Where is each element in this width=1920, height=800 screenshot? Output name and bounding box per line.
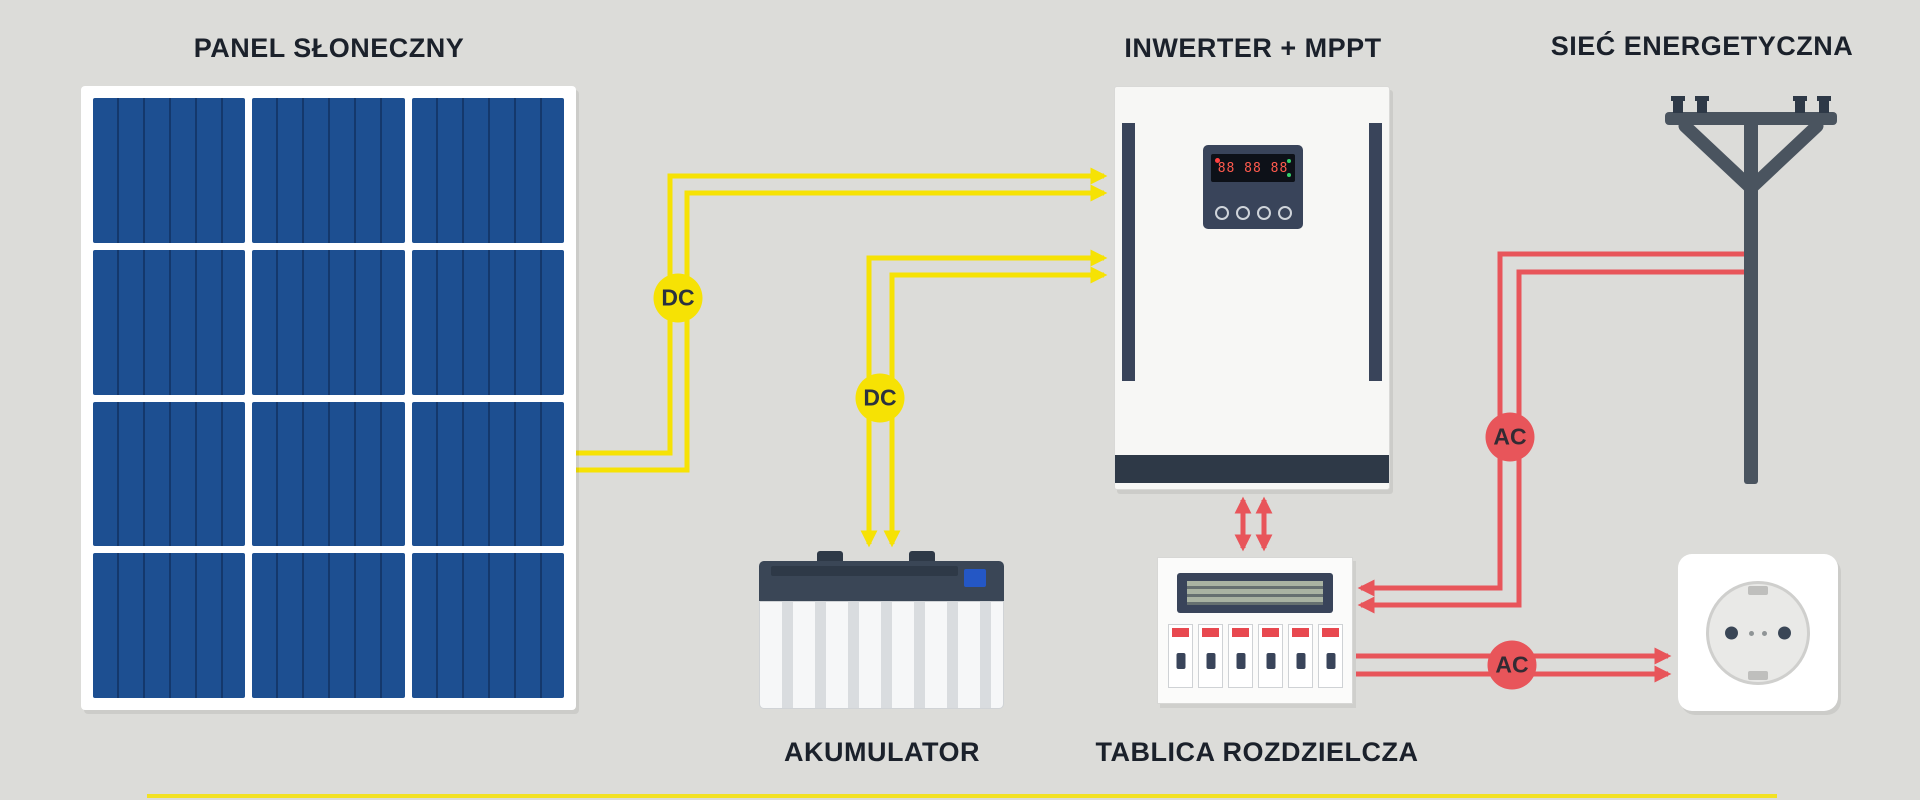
label-grid: SIEĆ ENERGETYCZNA: [1550, 31, 1854, 61]
status-led-red: [1215, 158, 1220, 163]
dc-wire-battery-inverter-1: [860, 249, 1108, 548]
board-lcd-frame: [1177, 573, 1333, 613]
bottom-accent-line: [147, 794, 1777, 798]
inverter-display-value: 88 88 88: [1217, 161, 1289, 176]
solar-cell: [93, 98, 246, 243]
socket-screw: [1762, 630, 1767, 636]
circuit-breaker: [1168, 624, 1193, 688]
pole-brace-right: [1744, 119, 1824, 195]
inverter-button: [1214, 206, 1229, 220]
inverter-screen: 88 88 88: [1211, 154, 1295, 182]
label-solar-panel: PANEL SŁONECZNY: [193, 33, 465, 63]
solar-cell: [93, 249, 246, 395]
solar-cell: [411, 249, 564, 395]
inverter-heatsink-left: [1122, 123, 1135, 381]
label-battery: AKUMULATOR: [784, 737, 980, 767]
breaker-row: [1168, 624, 1343, 688]
solar-cell: [252, 98, 405, 243]
power-socket: [1678, 554, 1838, 711]
dc-wire-battery-inverter-2: [883, 266, 1108, 548]
inverter-buttons: [1203, 206, 1303, 220]
battery-lid: [759, 561, 1004, 601]
circuit-breaker: [1258, 624, 1283, 688]
battery-blue-connector: [964, 569, 986, 587]
label-distribution-board: TABLICA ROZDZIELCZA: [1095, 737, 1419, 767]
circuit-breaker: [1198, 624, 1223, 688]
solar-cell: [252, 249, 405, 395]
ac-badge-grid: AC: [1485, 412, 1535, 462]
solar-cell: [252, 401, 405, 547]
solar-cell: [93, 553, 246, 698]
inverter: 88 88 88: [1114, 86, 1390, 490]
battery-body: [759, 601, 1004, 709]
label-inverter: INWERTER + MPPT: [1124, 33, 1382, 63]
utility-pole: [1665, 96, 1837, 484]
inverter-display-panel: 88 88 88: [1203, 145, 1303, 229]
dc-badge-battery: DC: [855, 373, 905, 423]
battery: [759, 551, 1004, 709]
socket-face: [1706, 580, 1810, 685]
solar-cell: [411, 401, 564, 547]
pole-mast: [1744, 114, 1758, 484]
inverter-button: [1256, 206, 1271, 220]
status-led-green: [1287, 173, 1291, 177]
pole-insulators: [1671, 96, 1831, 113]
pole-crossarm: [1665, 112, 1837, 125]
socket-hole: [1725, 626, 1738, 639]
solar-cell: [252, 553, 405, 698]
solar-panel: [81, 86, 576, 710]
battery-lid-top: [771, 566, 958, 576]
circuit-breaker: [1228, 624, 1253, 688]
socket-screw: [1749, 630, 1754, 636]
socket-ground-clip: [1748, 670, 1768, 680]
inverter-button: [1235, 206, 1250, 220]
socket-ground-clip: [1748, 585, 1768, 595]
socket-hole: [1778, 626, 1791, 639]
inverter-base: [1115, 455, 1389, 483]
status-led-green: [1287, 159, 1291, 163]
dc-wire-panel-inverter-1: [576, 167, 1108, 456]
inverter-button: [1277, 206, 1292, 220]
board-lcd-screen: [1187, 581, 1323, 605]
ac-badge-socket: AC: [1487, 640, 1537, 690]
circuit-breaker: [1318, 624, 1343, 688]
inverter-heatsink-right: [1369, 123, 1382, 381]
distribution-board: [1157, 557, 1353, 704]
dc-wire-panel-inverter-2: [576, 184, 1108, 473]
solar-cell: [411, 553, 564, 698]
solar-cell: [93, 401, 246, 547]
pole-brace-left: [1678, 119, 1758, 195]
circuit-breaker: [1288, 624, 1313, 688]
solar-cell: [411, 98, 564, 243]
dc-badge-panel: DC: [653, 273, 703, 323]
